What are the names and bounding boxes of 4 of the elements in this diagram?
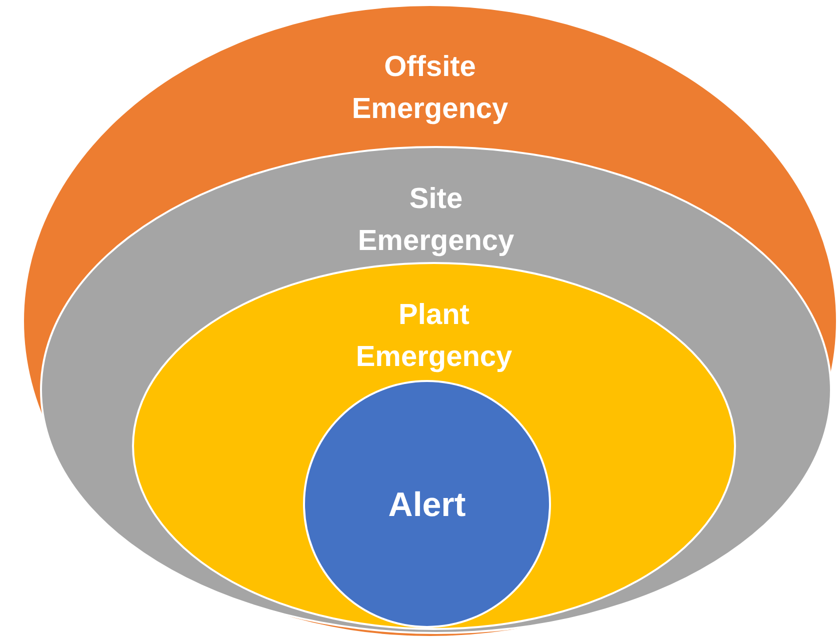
zone-label: Offsite Emergency: [350, 50, 510, 127]
zone-label: Plant Emergency: [354, 298, 514, 375]
zone-label: Site Emergency: [356, 182, 516, 259]
zone-label: Alert: [387, 485, 467, 526]
